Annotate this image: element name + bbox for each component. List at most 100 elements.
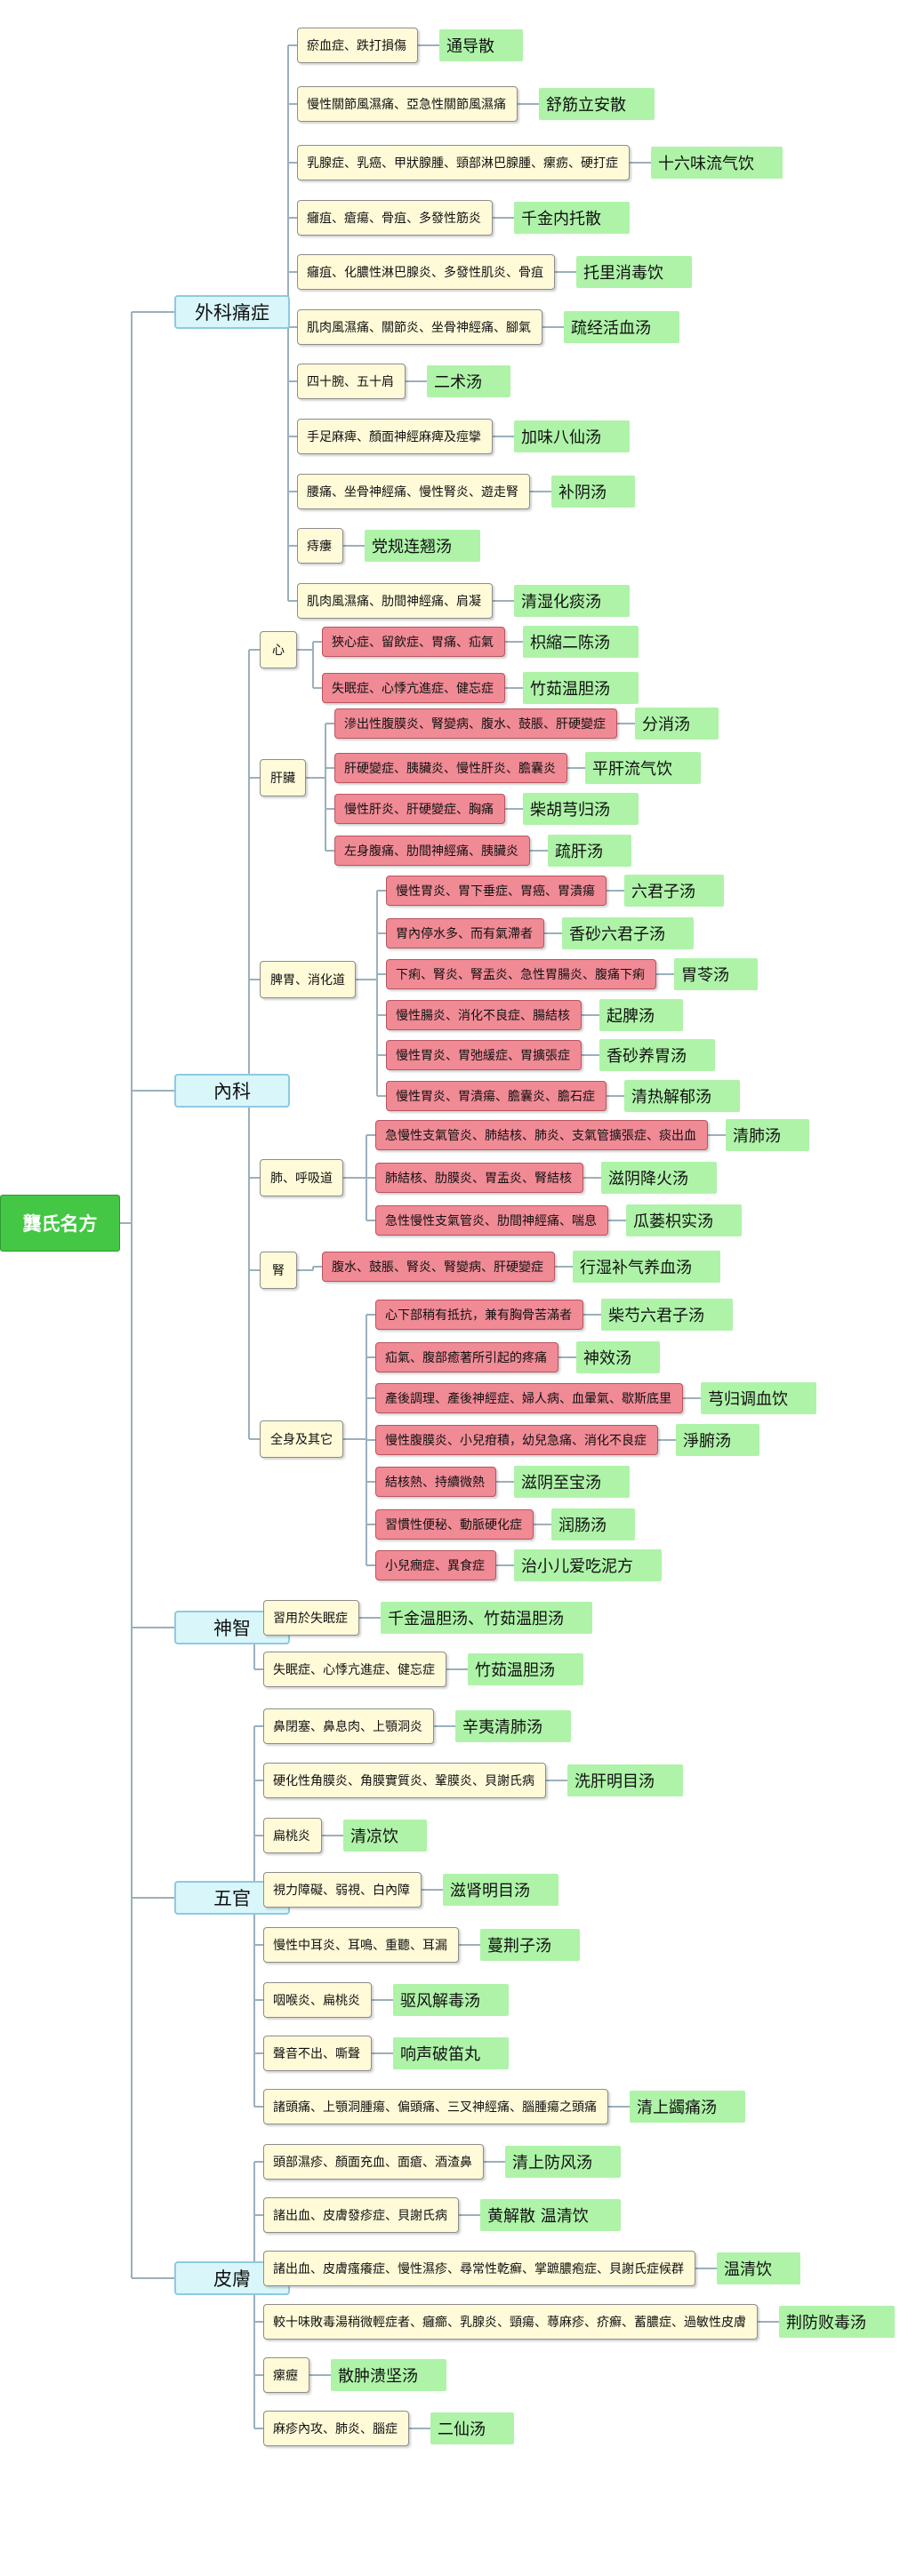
remedy-pifu-0[interactable]: 清上防风汤 xyxy=(505,2146,621,2178)
condition-neike-1-2[interactable]: 慢性肝炎、肝硬變症、胸痛 xyxy=(334,794,505,824)
condition-neike-2-4[interactable]: 慢性胃炎、胃弛緩症、胃擴張症 xyxy=(386,1040,582,1070)
remedy-neike-0-1[interactable]: 竹茹温胆汤 xyxy=(523,672,639,704)
condition-neike-5-0[interactable]: 心下部稍有抵抗，兼有胸骨苦滿者 xyxy=(375,1300,583,1330)
condition-waike-2[interactable]: 乳腺症、乳癌、甲狀腺腫、頸部淋巴腺腫、瘰疬、硬打症 xyxy=(297,145,630,180)
subcategory-4[interactable]: 腎 xyxy=(260,1252,297,1289)
condition-shenzhi-1[interactable]: 失眠症、心悸亢進症、健忘症 xyxy=(263,1652,446,1687)
condition-waike-6[interactable]: 四十腕、五十肩 xyxy=(297,364,406,399)
remedy-wuguan-0[interactable]: 辛夷清肺汤 xyxy=(455,1710,571,1742)
category-waike[interactable]: 外科痛症 xyxy=(174,295,290,329)
remedy-neike-5-3[interactable]: 淨腑汤 xyxy=(676,1424,759,1456)
condition-neike-3-2[interactable]: 急性慢性支氣管炎、肋間神經痛、喘息 xyxy=(375,1205,608,1236)
condition-pifu-0[interactable]: 頭部濕疹、顏面充血、面瘡、酒渣鼻 xyxy=(263,2144,484,2180)
remedy-neike-2-5[interactable]: 清热解郁汤 xyxy=(624,1080,740,1112)
condition-neike-2-1[interactable]: 胃內停水多、而有氣滯者 xyxy=(386,918,544,948)
condition-neike-2-0[interactable]: 慢性胃炎、胃下垂症、胃癌、胃潰瘍 xyxy=(386,876,607,906)
condition-wuguan-3[interactable]: 視力障礙、弱視、白內障 xyxy=(263,1872,422,1908)
remedy-neike-3-2[interactable]: 瓜蒌枳实汤 xyxy=(626,1204,742,1236)
condition-neike-5-3[interactable]: 慢性腹膜炎、小兒疳積，幼兒急痛、消化不良症 xyxy=(375,1425,658,1455)
condition-waike-4[interactable]: 癰疽、化膿性淋巴腺炎、多發性肌炎、骨疽 xyxy=(297,254,555,290)
condition-waike-9[interactable]: 痔瘻 xyxy=(297,528,343,564)
subcategory-2[interactable]: 脾胃、消化道 xyxy=(260,961,356,998)
remedy-neike-5-6[interactable]: 治小儿爱吃泥方 xyxy=(514,1549,662,1581)
remedy-neike-2-1[interactable]: 香砂六君子汤 xyxy=(562,917,694,949)
remedy-pifu-2[interactable]: 温清饮 xyxy=(717,2252,800,2284)
condition-neike-3-1[interactable]: 肺結核、肋膜炎、胃盂炎、腎結核 xyxy=(375,1163,583,1193)
remedy-neike-1-1[interactable]: 平肝流气饮 xyxy=(585,752,701,784)
remedy-wuguan-3[interactable]: 滋肾明目汤 xyxy=(443,1874,558,1906)
remedy-waike-8[interactable]: 补阴汤 xyxy=(551,476,635,508)
remedy-pifu-1[interactable]: 黄解散 温清饮 xyxy=(480,2199,621,2231)
condition-wuguan-5[interactable]: 咽喉炎、扁桃炎 xyxy=(263,1982,372,2018)
root-node[interactable]: 龔氏名方 xyxy=(0,1195,120,1252)
remedy-pifu-5[interactable]: 二仙汤 xyxy=(430,2412,514,2444)
remedy-waike-4[interactable]: 托里消毒饮 xyxy=(576,256,692,288)
remedy-neike-2-2[interactable]: 胃苓汤 xyxy=(674,958,758,990)
remedy-shenzhi-1[interactable]: 竹茹温胆汤 xyxy=(468,1653,583,1685)
remedy-waike-9[interactable]: 党规连翘汤 xyxy=(365,530,480,562)
condition-neike-5-5[interactable]: 習慣性便秘、動脈硬化症 xyxy=(375,1509,534,1540)
condition-neike-2-3[interactable]: 慢性腸炎、消化不良症、腸結核 xyxy=(386,1000,582,1030)
remedy-wuguan-4[interactable]: 蔓荆子汤 xyxy=(480,1929,580,1961)
condition-pifu-3[interactable]: 較十味敗毒湯稍微輕症者、癰癤、乳腺炎、頸瘍、蕁麻疹、疥癬、蓄膿症、過敏性皮膚 xyxy=(263,2304,758,2340)
remedy-waike-6[interactable]: 二术汤 xyxy=(427,365,510,397)
remedy-neike-5-0[interactable]: 柴芍六君子汤 xyxy=(601,1299,733,1331)
remedy-neike-1-0[interactable]: 分消汤 xyxy=(635,708,719,740)
remedy-wuguan-5[interactable]: 驱风解毒汤 xyxy=(393,1984,509,2016)
remedy-waike-2[interactable]: 十六味流气饮 xyxy=(651,147,783,179)
condition-neike-1-3[interactable]: 左身腹痛、肋間神經痛、胰臟炎 xyxy=(334,836,530,866)
condition-wuguan-4[interactable]: 慢性中耳炎、耳鳴、重聽、耳漏 xyxy=(263,1927,459,1963)
condition-waike-1[interactable]: 慢性關節風濕痛、亞急性關節風濕痛 xyxy=(297,86,518,122)
remedy-neike-5-2[interactable]: 芎归调血饮 xyxy=(701,1382,816,1414)
subcategory-3[interactable]: 肺、呼吸道 xyxy=(260,1159,343,1196)
condition-waike-0[interactable]: 瘀血症、跌打損傷 xyxy=(297,28,418,63)
remedy-neike-5-1[interactable]: 神效汤 xyxy=(576,1341,660,1373)
condition-waike-8[interactable]: 腰痛、坐骨神經痛、慢性腎炎、遊走腎 xyxy=(297,474,530,509)
condition-neike-4-0[interactable]: 腹水、鼓脹、腎炎、腎變病、肝硬變症 xyxy=(322,1252,555,1282)
remedy-neike-3-0[interactable]: 清肺汤 xyxy=(726,1119,809,1151)
remedy-neike-3-1[interactable]: 滋阴降火汤 xyxy=(601,1162,717,1194)
condition-wuguan-6[interactable]: 聲音不出、嘶聲 xyxy=(263,2036,372,2071)
subcategory-1[interactable]: 肝臟 xyxy=(260,759,306,796)
condition-waike-10[interactable]: 肌肉風濕痛、肋間神經痛、肩凝 xyxy=(297,583,493,619)
condition-neike-5-1[interactable]: 疝氣、腹部癒著所引起的疼痛 xyxy=(375,1342,558,1372)
remedy-waike-0[interactable]: 通导散 xyxy=(439,29,523,61)
condition-shenzhi-0[interactable]: 習用於失眠症 xyxy=(263,1600,359,1636)
condition-neike-5-6[interactable]: 小兒癇症、異食症 xyxy=(375,1550,496,1580)
remedy-neike-2-3[interactable]: 起脾汤 xyxy=(599,999,683,1031)
remedy-shenzhi-0[interactable]: 千金温胆汤、竹茹温胆汤 xyxy=(381,1602,592,1634)
remedy-pifu-4[interactable]: 散肿溃坚汤 xyxy=(331,2359,446,2391)
condition-neike-5-2[interactable]: 產後調理、產後神經症、婦人病、血暈氣、歇斯底里 xyxy=(375,1383,683,1413)
condition-pifu-5[interactable]: 麻疹內攻、肺炎、腦症 xyxy=(263,2411,409,2446)
remedy-neike-2-4[interactable]: 香砂养胃汤 xyxy=(599,1039,715,1071)
remedy-neike-5-4[interactable]: 滋阴至宝汤 xyxy=(514,1466,630,1498)
category-neike[interactable]: 內科 xyxy=(174,1074,290,1108)
remedy-neike-1-3[interactable]: 疏肝汤 xyxy=(548,835,631,867)
condition-wuguan-7[interactable]: 諸頭痛、上顎洞腫瘍、偏頭痛、三叉神經痛、腦腫瘍之頭痛 xyxy=(263,2089,608,2124)
remedy-wuguan-1[interactable]: 洗肝明目汤 xyxy=(567,1764,683,1796)
condition-neike-3-0[interactable]: 急慢性支氣管炎、肺結核、肺炎、支氣管擴張症、痰出血 xyxy=(375,1120,708,1150)
remedy-wuguan-7[interactable]: 清上蠲痛汤 xyxy=(630,2091,745,2123)
condition-neike-0-1[interactable]: 失眠症、心悸亢進症、健忘症 xyxy=(322,673,505,703)
remedy-waike-1[interactable]: 舒筋立安散 xyxy=(539,88,655,120)
remedy-wuguan-6[interactable]: 响声破笛丸 xyxy=(393,2037,509,2069)
remedy-neike-0-0[interactable]: 枳縮二陈汤 xyxy=(523,626,639,658)
condition-neike-0-0[interactable]: 狹心症、留飲症、胃痛、疝氣 xyxy=(322,627,505,657)
remedy-neike-2-0[interactable]: 六君子汤 xyxy=(624,875,724,907)
condition-waike-3[interactable]: 癰疽、瘡瘍、骨疽、多發性筋炎 xyxy=(297,200,493,236)
condition-wuguan-1[interactable]: 硬化性角膜炎、角膜實質炎、鞏膜炎、貝謝氏病 xyxy=(263,1763,546,1798)
condition-pifu-2[interactable]: 諸出血、皮膚瘙癢症、慢性濕疹、尋常性乾癬、掌蹠膿疱症、貝謝氏症候群 xyxy=(263,2251,695,2286)
remedy-pifu-3[interactable]: 荆防败毒汤 xyxy=(779,2306,895,2338)
remedy-wuguan-2[interactable]: 清凉饮 xyxy=(343,1820,427,1852)
remedy-neike-5-5[interactable]: 润肠汤 xyxy=(551,1508,635,1540)
condition-neike-5-4[interactable]: 結核熱、持續微熱 xyxy=(375,1467,496,1497)
condition-neike-1-1[interactable]: 肝硬變症、胰臟炎、慢性肝炎、膽囊炎 xyxy=(334,753,567,783)
condition-neike-2-5[interactable]: 慢性胃炎、胃潰瘍、膽囊炎、膽石症 xyxy=(386,1081,607,1111)
remedy-neike-4-0[interactable]: 行湿补气养血汤 xyxy=(573,1251,720,1283)
remedy-waike-10[interactable]: 清湿化痰汤 xyxy=(514,585,630,617)
remedy-waike-7[interactable]: 加味八仙汤 xyxy=(514,420,630,452)
condition-waike-7[interactable]: 手足麻痺、顏面神經麻痺及痙攣 xyxy=(297,419,493,454)
condition-neike-2-2[interactable]: 下痢、腎炎、腎盂炎、急性胃腸炎、腹痛下痢 xyxy=(386,959,656,989)
condition-pifu-4[interactable]: 瘰癧 xyxy=(263,2357,309,2393)
subcategory-5[interactable]: 全身及其它 xyxy=(260,1420,343,1458)
